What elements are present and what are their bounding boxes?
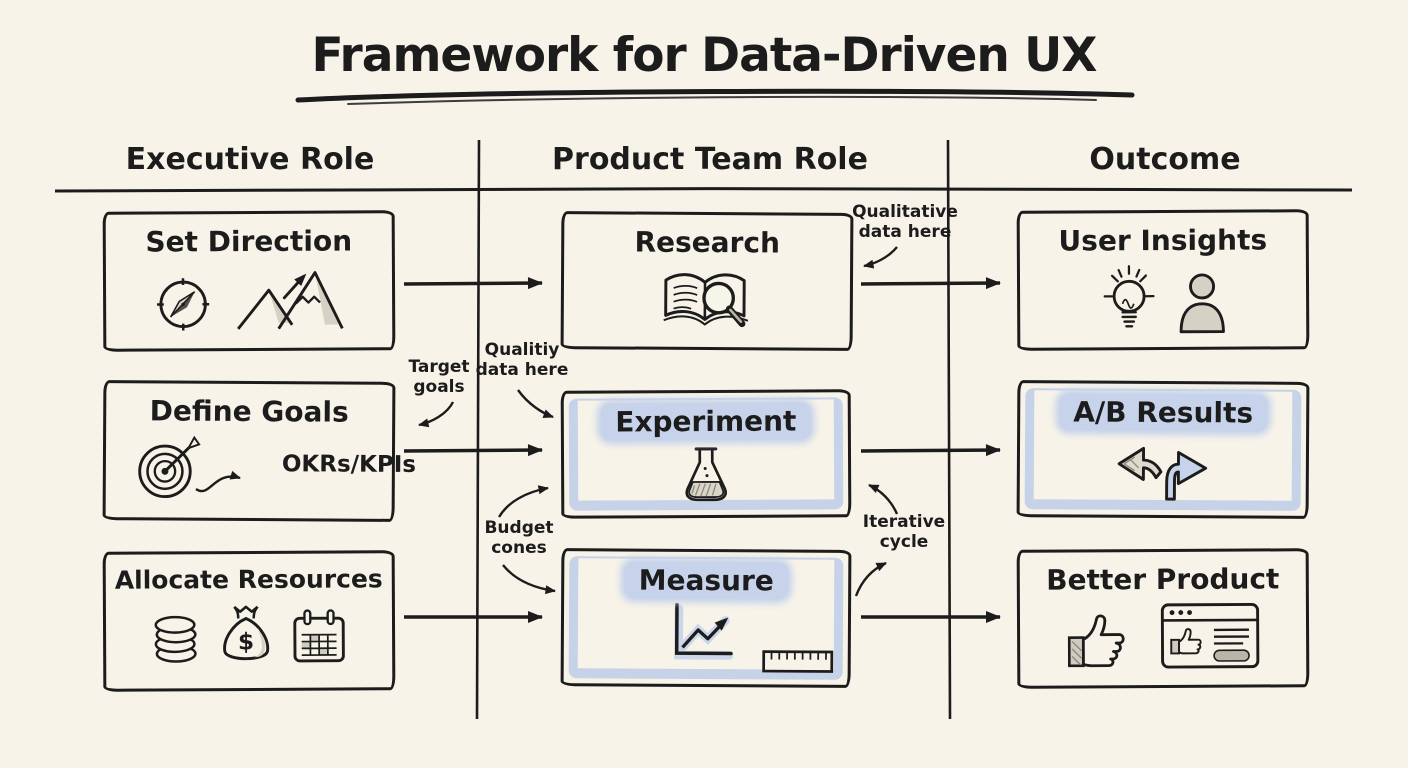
arrow-target-goals	[418, 401, 455, 428]
research-icons	[660, 264, 754, 335]
coins-icon	[154, 616, 197, 663]
person-icon	[1179, 273, 1225, 334]
target-icon	[138, 435, 201, 499]
arrow-iterative-cycle	[854, 561, 887, 597]
define-goals-icons: OKRs/KPIs	[134, 432, 417, 502]
annotation-budget: Budget cones	[484, 518, 554, 559]
user-insights-label: User Insights	[1058, 223, 1268, 258]
split-arrows-icon	[1117, 446, 1208, 501]
column-divider-left	[475, 139, 481, 720]
arrow-budget-to-measure	[502, 564, 556, 595]
better-product-icons	[1065, 600, 1261, 671]
flask-icon	[685, 447, 727, 502]
browser-thumbs-up-icon	[1160, 602, 1260, 669]
compass-icon	[157, 278, 210, 331]
better-product-label: Better Product	[1046, 562, 1280, 597]
arrow-research-to-user-insights	[860, 277, 1001, 290]
column-header-outcome: Outcome	[1089, 142, 1241, 177]
calendar-icon	[293, 609, 345, 663]
lightbulb-icon	[1103, 265, 1155, 328]
thumbs-up-icon	[1067, 614, 1125, 668]
box-better-product: Better Product	[1016, 548, 1310, 689]
book-magnifier-icon	[663, 273, 749, 328]
growth-chart-icon	[674, 602, 734, 660]
column-header-product-team-role: Product Team Role	[552, 142, 868, 177]
box-experiment: Experiment	[560, 389, 852, 519]
box-set-direction: Set Direction	[102, 210, 396, 352]
measure-icons	[667, 599, 745, 663]
box-ab-results: A/B Results	[1016, 380, 1310, 519]
arrow-define-goals-to-experiment	[403, 444, 543, 457]
box-measure: Measure	[560, 548, 852, 688]
box-allocate-resources: Allocate Resources $	[102, 550, 396, 692]
research-label: Research	[634, 225, 781, 260]
annotation-qualitative-data: Qualitative data here	[852, 202, 958, 243]
column-header-executive-role: Executive Role	[125, 142, 375, 177]
ab-results-icons	[1116, 431, 1210, 502]
annotation-quality-data: Qualitiy data here	[475, 340, 569, 381]
set-direction-icons	[154, 263, 344, 334]
box-define-goals: Define Goals OKRs/KPIs	[102, 380, 416, 522]
arrow-budget-to-experiment	[497, 485, 549, 518]
arrow-experiment-to-ab-results	[860, 444, 1001, 457]
define-goals-label: Define Goals	[149, 394, 349, 429]
arrow-iterative-up	[868, 483, 899, 515]
allocate-resources-icons: $	[149, 599, 349, 668]
svg-text:$: $	[238, 629, 254, 656]
ab-results-label: A/B Results	[1059, 393, 1268, 432]
measure-label: Measure	[624, 561, 788, 600]
experiment-label: Experiment	[601, 402, 811, 441]
arrow-qualitative-data	[863, 246, 898, 269]
page-title: Framework for Data-Driven UX	[311, 28, 1097, 83]
annotation-iterative-cycle: Iterative cycle	[862, 512, 946, 553]
ruler-icon	[762, 650, 834, 673]
user-insights-icons	[1099, 262, 1227, 335]
box-research: Research	[560, 211, 854, 351]
okrs-kpis-note: OKRs/KPIs	[281, 451, 417, 479]
set-direction-label: Set Direction	[145, 224, 353, 259]
title-underline	[295, 88, 1135, 105]
header-rule-line	[54, 187, 1353, 193]
arrow-quality-data	[517, 389, 554, 419]
box-user-insights: User Insights	[1016, 209, 1310, 351]
mountain-growth-icon	[237, 271, 344, 330]
annotation-target-goals: Target goals	[408, 357, 470, 398]
money-bag-icon: $	[223, 605, 270, 661]
arrow-set-direction-to-research	[403, 277, 543, 290]
experiment-icons	[681, 440, 731, 506]
allocate-resources-label: Allocate Resources	[114, 564, 383, 595]
